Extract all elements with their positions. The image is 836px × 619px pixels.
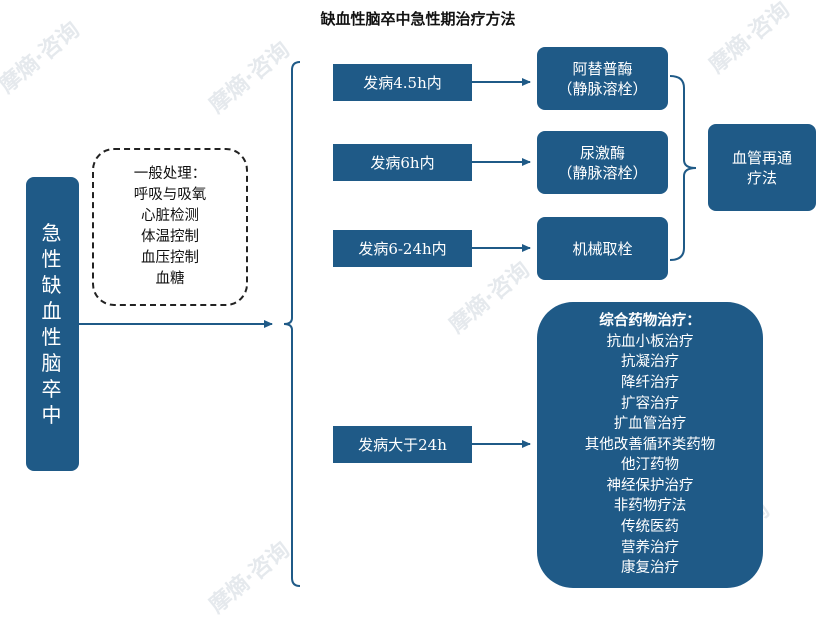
comprehensive-item: 神经保护治疗 [606,477,694,494]
general-care-item: 呼吸与吸氧 [133,187,207,203]
general-care-box: 一般处理： 呼吸与吸氧 心脏检测 体温控制 血压控制 血糖 [92,148,248,306]
time-window-6h: 发病6h内 [333,144,472,181]
time-window-24h: 发病大于24h [333,426,472,463]
treatment-thrombectomy: 机械取栓 [537,217,668,280]
general-care-item: 体温控制 [141,229,199,245]
comprehensive-item: 抗血小板治疗 [606,333,694,350]
comprehensive-item: 营养治疗 [621,539,679,556]
diagram-title: 缺血性脑卒中急性期治疗方法 [320,10,516,28]
connector-lines [79,61,697,587]
comprehensive-item: 非药物疗法 [613,498,687,515]
comprehensive-item: 其他改善循环类药物 [584,436,716,453]
time-window-6-24h: 发病6-24h内 [333,230,472,267]
revascularization-box: 血管再通疗法 [708,124,816,211]
comprehensive-heading: 综合药物治疗： [599,312,701,330]
time-window-4h: 发病4.5h内 [333,64,472,101]
comprehensive-item: 康复治疗 [621,560,679,577]
treatment-urokinase: 尿激酶（静脉溶栓） [537,131,668,194]
comprehensive-item: 他汀药物 [621,457,679,474]
general-care-item: 血糖 [155,271,185,287]
right-brace [669,75,697,261]
comprehensive-item: 降纤治疗 [621,374,679,391]
comprehensive-item: 扩血管治疗 [613,416,687,433]
main-node: 急性 缺血 性脑 卒中 [26,177,79,471]
general-care-heading: 一般处理： [133,166,207,182]
general-care-item: 心脏检测 [141,208,199,224]
treatment-alteplase: 阿替普酶（静脉溶栓） [537,47,668,110]
general-care-item: 血压控制 [141,250,199,266]
left-brace [283,61,301,587]
comprehensive-item: 抗凝治疗 [621,354,679,371]
comprehensive-item: 传统医药 [621,519,679,536]
comprehensive-box: 综合药物治疗： 抗血小板治疗 抗凝治疗 降纤治疗 扩容治疗 扩血管治疗 其他改善… [537,302,763,588]
comprehensive-item: 扩容治疗 [621,395,679,412]
